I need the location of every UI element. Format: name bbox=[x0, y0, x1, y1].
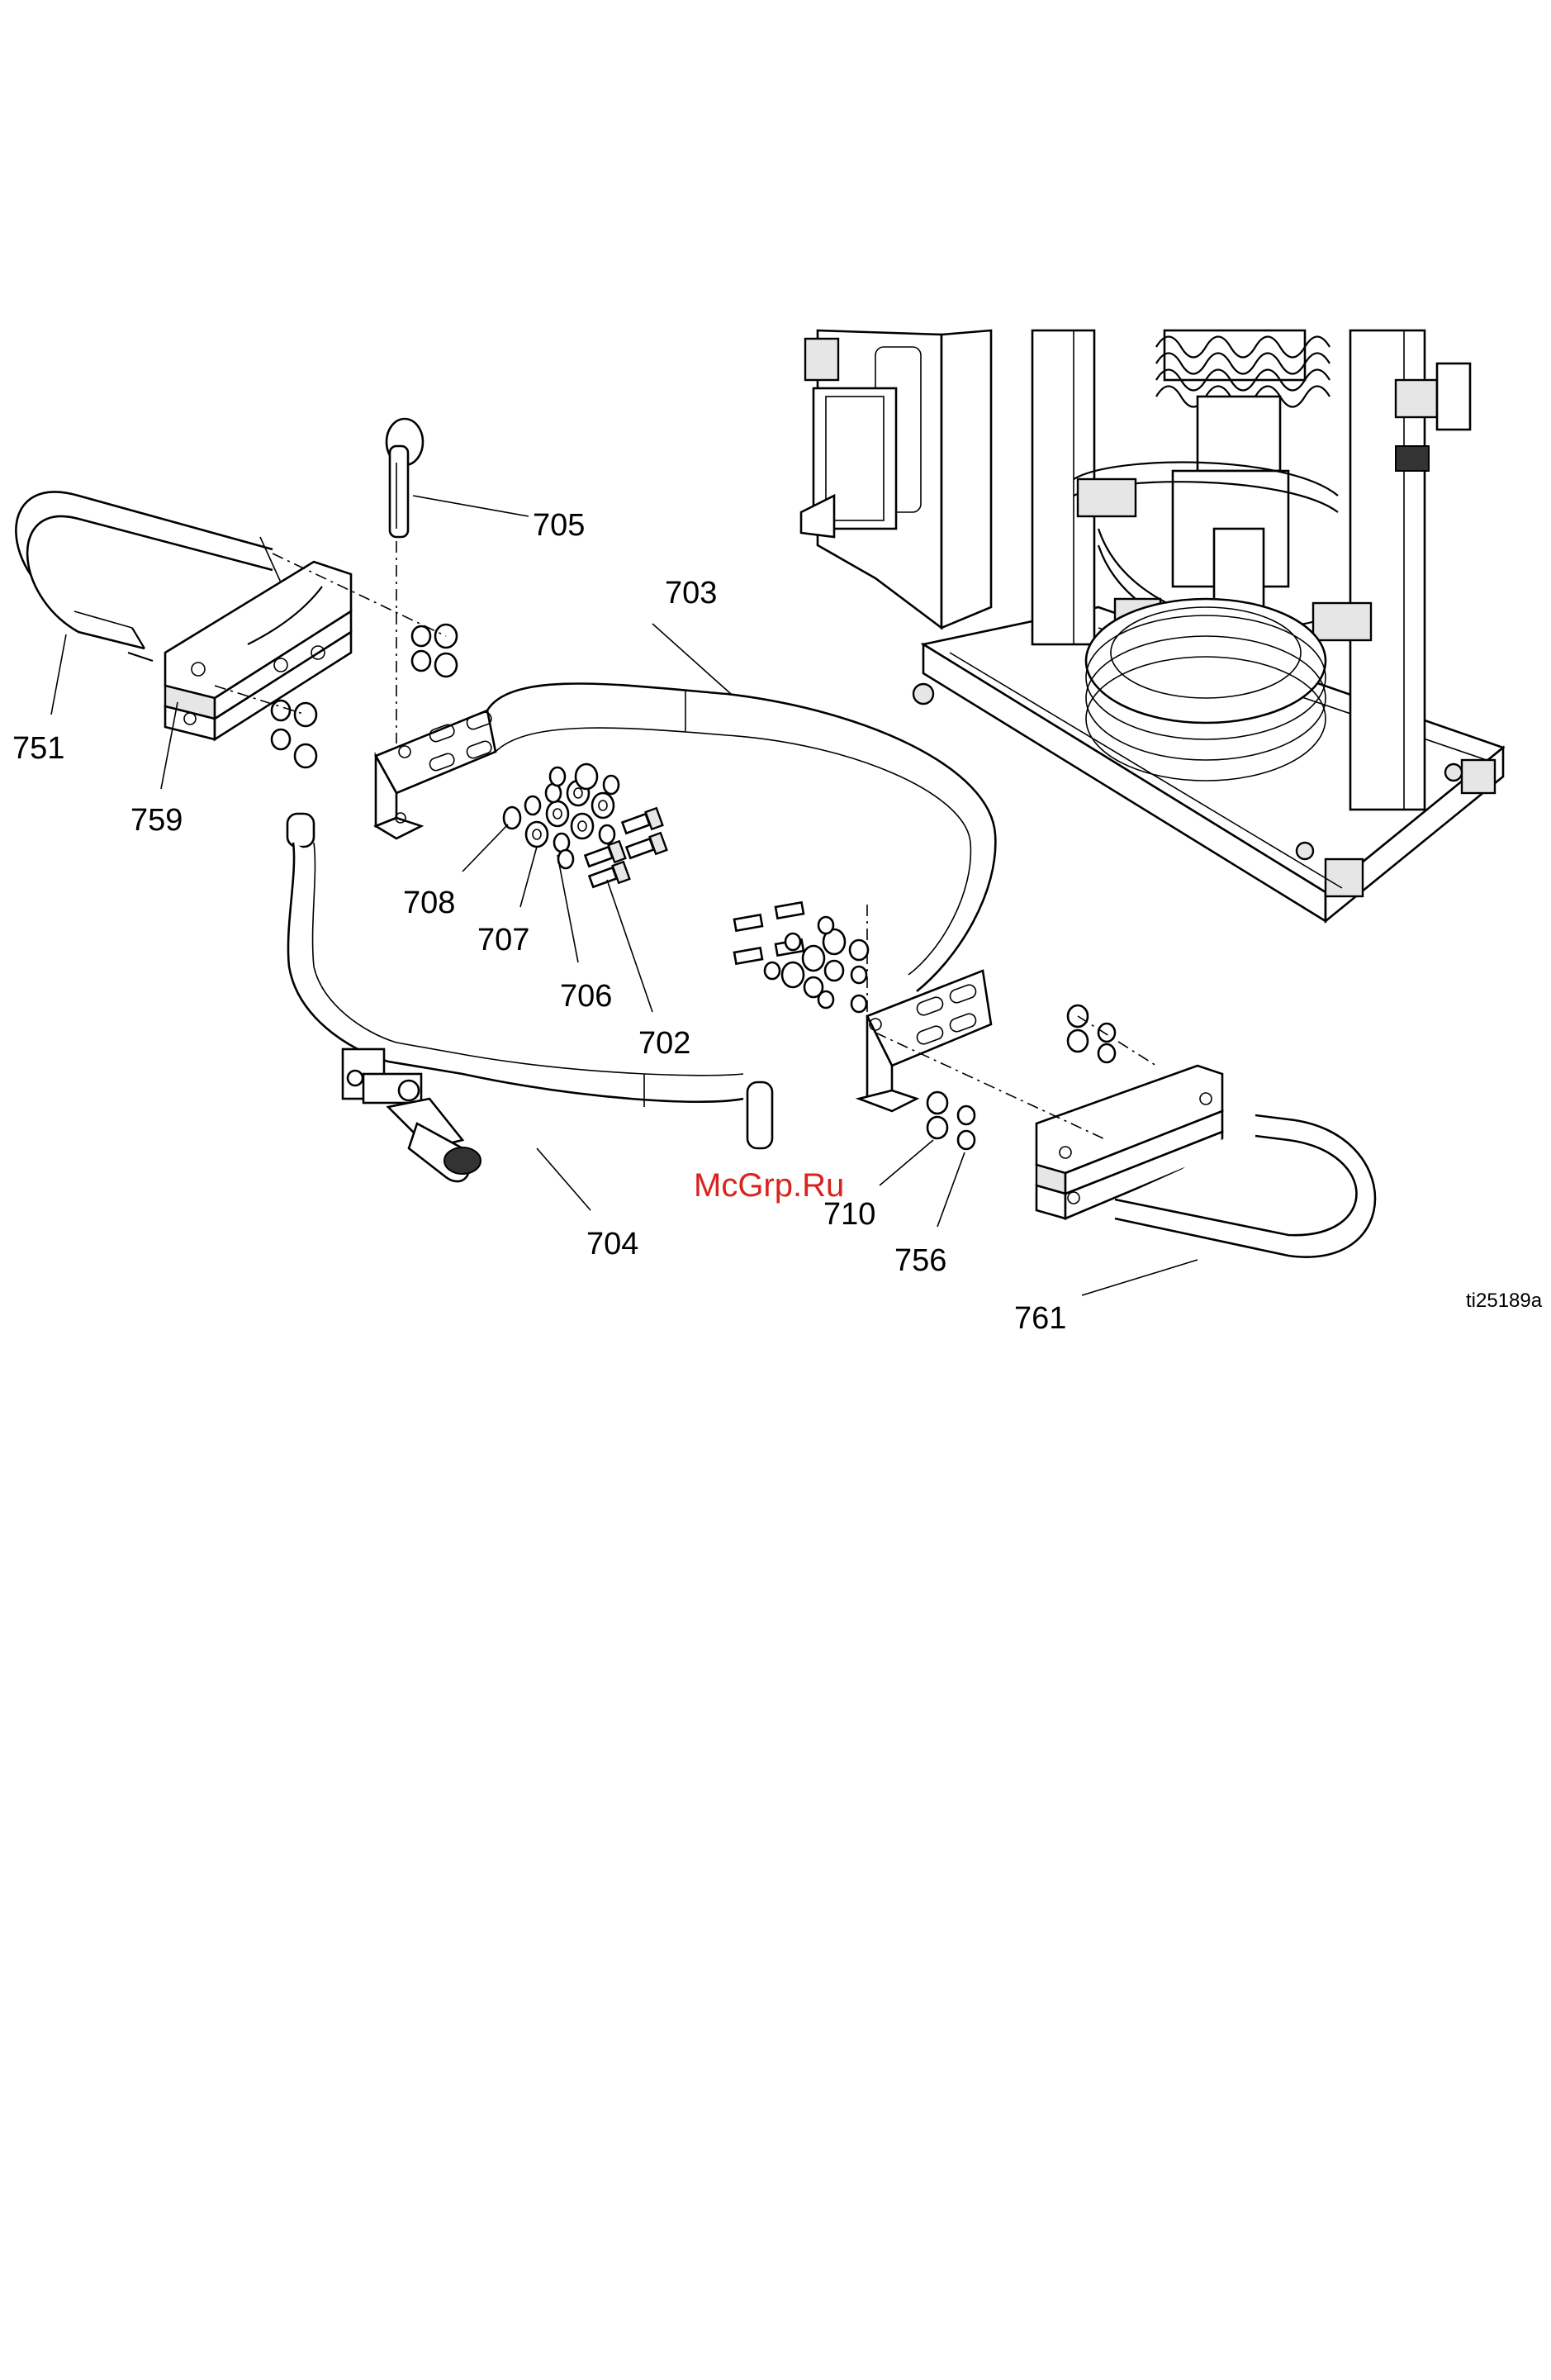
part-704-band-latch bbox=[287, 814, 772, 1181]
callout-702: 702 bbox=[638, 1026, 690, 1061]
part-761-clamp-u-bolt bbox=[1036, 1066, 1375, 1257]
callout-756: 756 bbox=[894, 1243, 946, 1278]
callout-704: 704 bbox=[586, 1227, 638, 1261]
leader-lines bbox=[51, 496, 1198, 1295]
callout-706: 706 bbox=[560, 979, 612, 1014]
callout-759: 759 bbox=[130, 803, 183, 838]
callout-703: 703 bbox=[665, 576, 717, 610]
callout-708: 708 bbox=[403, 886, 455, 920]
watermark: McGrp.Ru bbox=[694, 1167, 844, 1204]
bolts bbox=[586, 808, 667, 886]
callout-707: 707 bbox=[477, 923, 529, 957]
callout-705: 705 bbox=[533, 508, 585, 543]
callout-761: 761 bbox=[1014, 1301, 1066, 1336]
callout-751: 751 bbox=[12, 731, 64, 766]
part-705-pin bbox=[387, 419, 423, 537]
figure-reference: ti25189a bbox=[1466, 1290, 1543, 1312]
